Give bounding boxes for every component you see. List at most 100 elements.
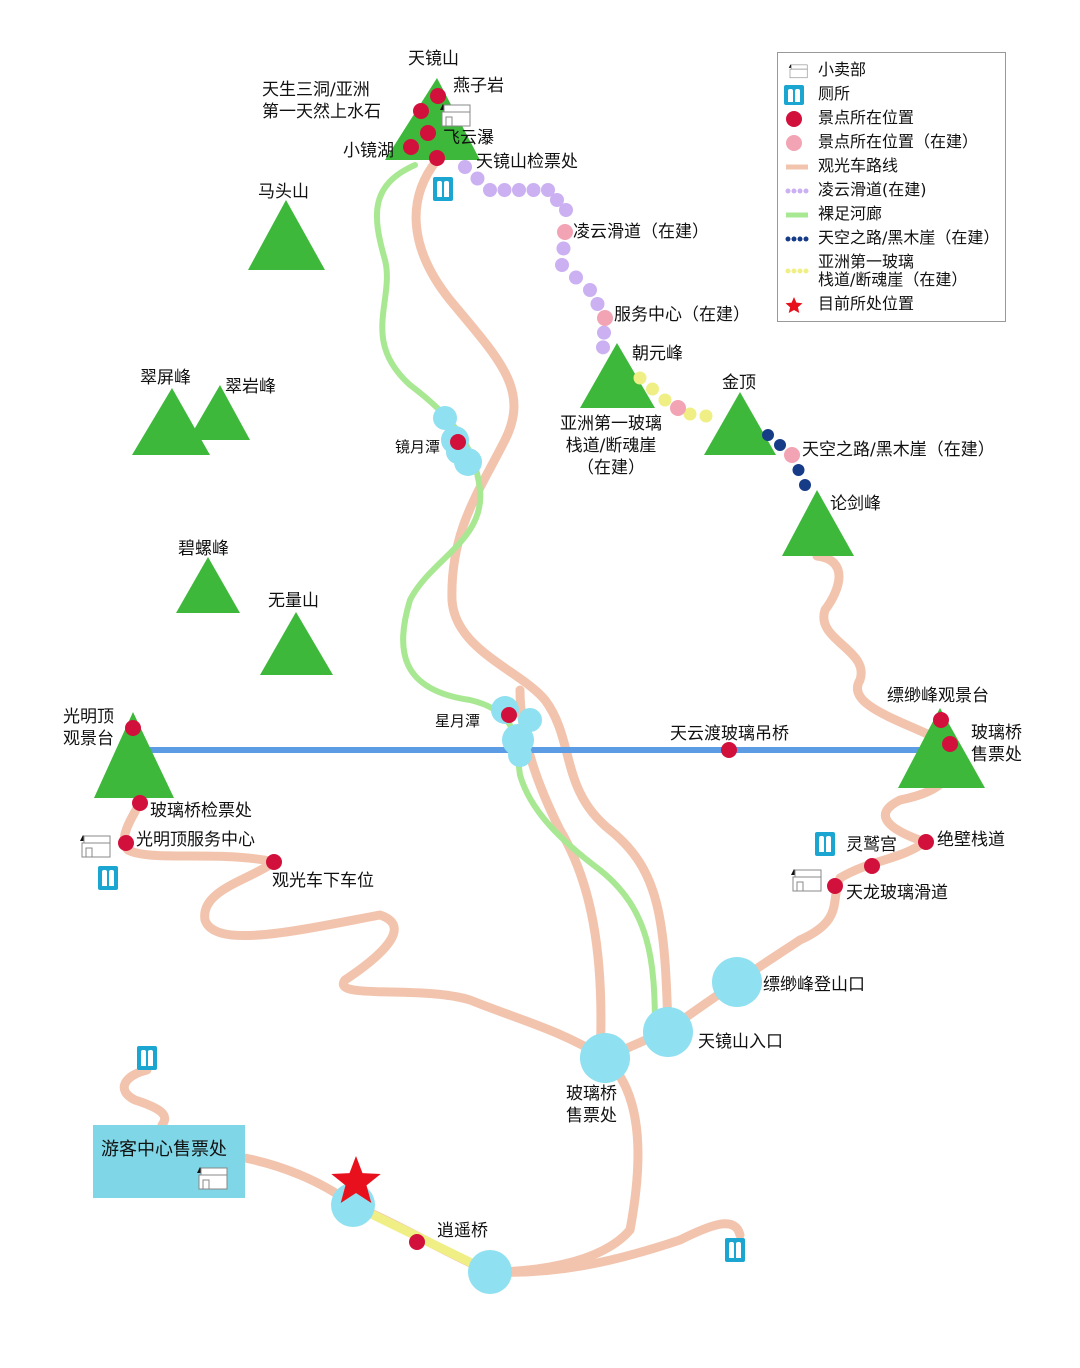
scenic-spot-dot xyxy=(132,795,148,811)
legend-label: 小卖部 xyxy=(818,60,867,79)
lingyun-slide-dot xyxy=(541,183,555,197)
spot-label-glass-bridge-ticket-right: 玻璃桥 售票处 xyxy=(971,723,1022,765)
scenic-spot-dot xyxy=(413,103,429,119)
scenic-spot-dot xyxy=(918,834,934,850)
navy-dotted-line-icon xyxy=(785,236,809,242)
spot-label-service: 服务中心（在建） xyxy=(614,305,750,325)
mountain-guangming-icon xyxy=(94,712,174,798)
sky-road-dot xyxy=(799,479,811,491)
toilet-icon xyxy=(98,866,118,890)
scenic-spot-dot xyxy=(942,736,958,752)
mountain-label-wuliang: 无量山 xyxy=(268,591,319,611)
purple-dotted-line-icon xyxy=(785,188,809,194)
legend-label: 裸足河廊 xyxy=(818,204,883,223)
mountain-label-guangming: 光明顶 观景台 xyxy=(63,707,114,749)
lingyun-slide-dot xyxy=(470,171,485,186)
bus-route-toilet-stub xyxy=(119,1065,170,1130)
lake-blob xyxy=(508,743,532,767)
spot-label-glass-bridge-check: 玻璃桥检票处 xyxy=(150,801,252,821)
legend-label: 亚洲第一玻璃 栈道/断魂崖（在建） xyxy=(818,252,968,289)
lingyun-slide-dot xyxy=(583,283,597,297)
toilet-icon xyxy=(137,1046,157,1070)
spot-label-piaomiao-entrance: 缥缈峰登山口 xyxy=(763,975,865,995)
lingyun-slide-dot xyxy=(526,183,541,197)
glass-walk-dot xyxy=(646,382,659,396)
spot-label-xiaojinghu: 小镜湖 xyxy=(343,141,394,161)
scenic-spot-building-dot xyxy=(784,447,800,463)
legend-label: 凌云滑道(在建) xyxy=(818,180,927,199)
mountain-label-cuiping: 翠屏峰 xyxy=(140,368,191,388)
mountain-matou-icon xyxy=(248,200,325,270)
scenic-spot-dot xyxy=(450,434,466,450)
spot-label-xiaoyao: 逍遥桥 xyxy=(437,1221,488,1241)
sky-road-dot xyxy=(774,439,786,451)
lingyun-slide-dot xyxy=(559,203,573,217)
mountain-biluo-icon xyxy=(176,557,240,613)
mountain-label-tianjing: 天镜山 xyxy=(408,49,459,69)
mountain-label-chaoyuan: 朝元峰 xyxy=(632,344,683,364)
green-line-icon xyxy=(786,212,808,218)
lingyun-slide-dot xyxy=(555,258,569,272)
mountain-jinding-icon xyxy=(704,392,776,455)
sky-road-dot xyxy=(762,429,774,441)
lingyun-slide-dot xyxy=(590,297,605,311)
star-icon xyxy=(785,297,803,313)
map-legend: 小卖部 厕所 景点所在位置 景点所在位置（在建） 观光车路线 凌云滑道(在建) … xyxy=(777,52,1006,322)
spot-label-juebi: 绝壁栈道 xyxy=(937,830,1005,850)
scenic-spot-dot xyxy=(266,854,282,870)
spot-label-lingyun: 凌云滑道（在建） xyxy=(573,222,709,242)
shop-icon xyxy=(440,104,471,127)
current-location-star-icon xyxy=(331,1156,381,1203)
sky-road-dot xyxy=(792,464,805,476)
mountain-lunjian-icon xyxy=(782,490,854,556)
lingyun-slide-dot xyxy=(497,183,512,197)
toilet-icon xyxy=(433,177,453,201)
spot-label-lingjiu: 灵鹫宫 xyxy=(846,835,897,855)
lingyun-slide-dot xyxy=(596,340,610,355)
lingyun-slide-dot xyxy=(597,325,611,340)
shop-icon xyxy=(788,64,808,79)
scenic-spot-dot xyxy=(429,150,445,166)
mountain-chaoyuan-icon xyxy=(580,343,655,408)
mountain-label-cuiyan: 翠岩峰 xyxy=(225,377,276,397)
scenic-spot-dot xyxy=(933,712,949,728)
scenic-spot-dot xyxy=(721,742,737,758)
spot-label-tianjing-check: 天镜山检票处 xyxy=(476,152,578,172)
visitor-center-label: 游客中心售票处 xyxy=(101,1139,227,1160)
glass-walk-dot xyxy=(699,409,713,423)
mountain-label-lunjian: 论剑峰 xyxy=(830,494,881,514)
mountain-label-jinding: 金顶 xyxy=(722,373,756,393)
mountain-piaomiao-icon xyxy=(898,708,985,788)
stop-circle xyxy=(712,957,762,1007)
spot-label-tiankong: 天空之路/黑木崖（在建） xyxy=(802,440,995,460)
pink-dot-icon xyxy=(786,135,802,151)
scenic-spot-dot xyxy=(864,858,880,874)
mountain-label-matou: 马头山 xyxy=(258,182,309,202)
spot-label-tianyundu: 天云渡玻璃吊桥 xyxy=(670,724,789,744)
scenic-spot-dot xyxy=(125,720,141,736)
lingyun-slide-dot xyxy=(458,160,472,174)
lingyun-slide-dot xyxy=(569,270,583,285)
lingyun-slide-dot xyxy=(556,241,571,256)
spot-label-tiansheng: 天生三洞/亚洲 第一天然上水石 xyxy=(262,80,381,122)
scenic-spot-dot xyxy=(420,125,436,141)
glass-walk-dot xyxy=(633,371,647,385)
lingyun-slide-dot xyxy=(550,193,564,207)
toilet-icon xyxy=(725,1238,745,1262)
scenic-spot-building-dot xyxy=(597,310,613,326)
lingyun-slide-dot xyxy=(483,183,497,197)
scenic-spot-dot xyxy=(409,1234,425,1250)
bus-route-right xyxy=(600,551,954,1063)
legend-label: 天空之路/黑木崖（在建） xyxy=(818,228,1000,247)
mountain-cuiyan-icon xyxy=(188,385,250,440)
spot-label-bus-stop: 观光车下车位 xyxy=(272,871,374,891)
bus-route-main xyxy=(411,155,673,1035)
spot-label-xingyue: 星月潭 xyxy=(435,712,481,730)
mountain-wuliang-icon xyxy=(260,612,333,675)
scenic-spot-dot xyxy=(118,835,134,851)
mountain-cuiping-icon xyxy=(132,388,210,455)
mountain-label-biluo: 碧螺峰 xyxy=(178,539,229,559)
toilet-icon xyxy=(815,832,835,856)
